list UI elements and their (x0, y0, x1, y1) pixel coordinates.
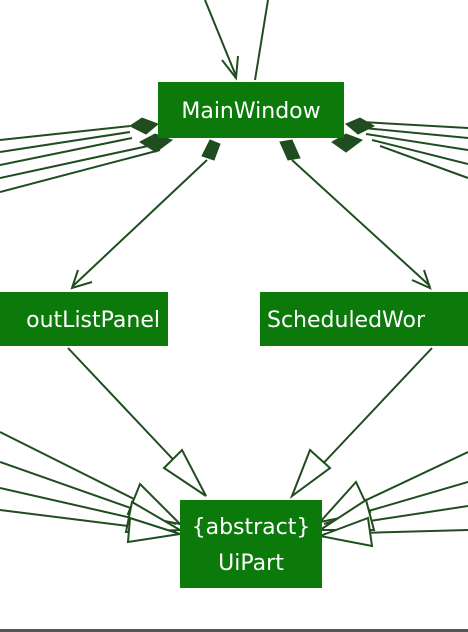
composition-edges-left (0, 117, 174, 193)
incoming-edges-top (204, 0, 269, 81)
node-scheduled-workout-label: ScheduledWor (267, 308, 426, 333)
composition-diamond-to-left-panel (201, 139, 221, 161)
node-scheduled-workout: ScheduledWor (260, 292, 468, 346)
composition-diamond-left-1 (129, 117, 159, 135)
node-ui-part-stereotype: {abstract} (192, 515, 311, 540)
generalization-edges (0, 347, 468, 548)
composition-diamond-to-right-panel (279, 139, 301, 161)
generalization-triangle-right-3 (316, 516, 374, 548)
node-workout-list-panel-label: outListPanel (26, 308, 160, 333)
node-main-window-label: MainWindow (181, 99, 320, 124)
generalization-triangle-left-3 (126, 516, 181, 544)
bottom-rule (0, 629, 468, 632)
composition-diamond-left-2 (139, 133, 174, 153)
composition-edges-children (70, 139, 432, 290)
composition-diamond-right-1 (345, 117, 376, 135)
node-workout-list-panel: outListPanel (0, 292, 168, 346)
node-main-window: MainWindow (158, 82, 344, 138)
composition-edges-right (331, 117, 468, 179)
generalization-triangle-right-panel (289, 448, 332, 499)
generalization-triangle-left-panel (162, 448, 207, 497)
node-ui-part: {abstract} UiPart (180, 500, 322, 588)
node-ui-part-label: UiPart (218, 551, 284, 576)
